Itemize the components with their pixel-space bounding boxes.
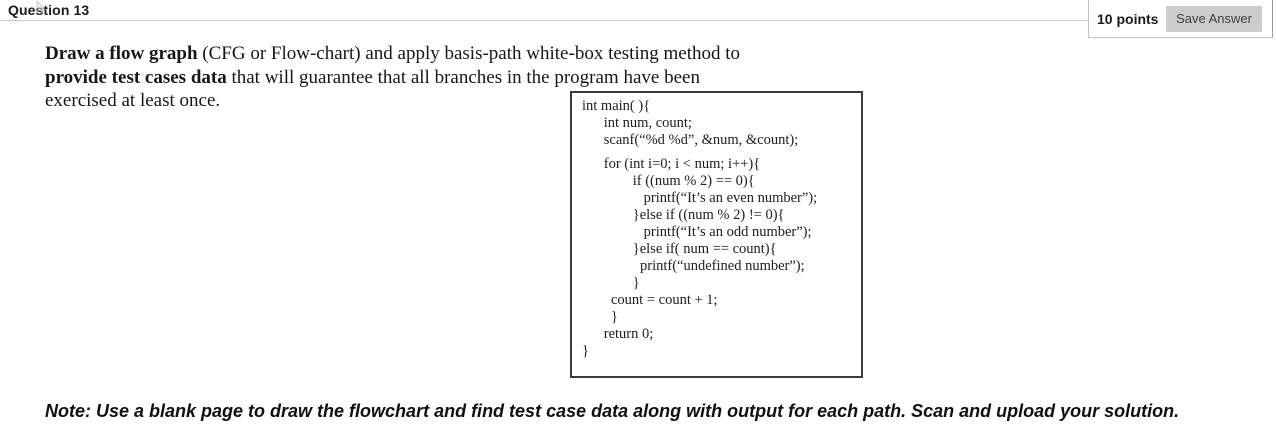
code-line: int num, count; [582, 115, 692, 131]
code-line: } [582, 275, 640, 291]
code-line: scanf(“%d %d”, &num, &count); [582, 132, 799, 148]
code-line: }else if ((num % 2) != 0){ [582, 207, 785, 223]
question-line-1-bold: Draw a flow graph [45, 43, 198, 64]
question-line-3: exercised at least once. [45, 90, 221, 111]
question-line-2: provide test cases data that will guaran… [45, 66, 845, 90]
question-line-2-bold: provide test cases data [45, 66, 227, 88]
question-line-1: Draw a flow graph (CFG or Flow-chart) an… [45, 42, 845, 66]
instruction-note: Note: Use a blank page to draw the flowc… [45, 401, 1180, 421]
code-line: return 0; [582, 326, 654, 342]
code-line: printf(“undefined number”); [582, 258, 805, 274]
code-line: for (int i=0; i < num; i++){ [582, 156, 761, 172]
code-line: if ((num % 2) == 0){ [582, 173, 755, 189]
question-line-1-rest: (CFG or Flow-chart) and apply basis-path… [197, 43, 740, 64]
save-answer-button[interactable]: Save Answer [1166, 5, 1262, 32]
question-text: Draw a flow graph (CFG or Flow-chart) an… [45, 42, 845, 113]
code-line: printf(“It’s an odd number”); [582, 224, 812, 240]
code-line: } [582, 343, 589, 359]
code-line [582, 149, 857, 156]
points-label: 10 points [1097, 10, 1159, 27]
code-listing-box: int main( ){ int num, count; scanf(“%d %… [570, 91, 863, 378]
code-line: } [582, 309, 618, 325]
question-line-2-rest: that will guarantee that all branches in… [226, 66, 700, 88]
code-line: int main( ){ [582, 98, 651, 114]
header-divider [0, 20, 1089, 21]
code-line: count = count + 1; [582, 292, 718, 308]
code-line: printf(“It’s an even number”); [582, 190, 818, 206]
points-panel: 10 points Save Answer [1088, 0, 1273, 38]
question-number-title: Question 13 [8, 2, 90, 18]
code-line: }else if( num == count){ [582, 241, 777, 257]
